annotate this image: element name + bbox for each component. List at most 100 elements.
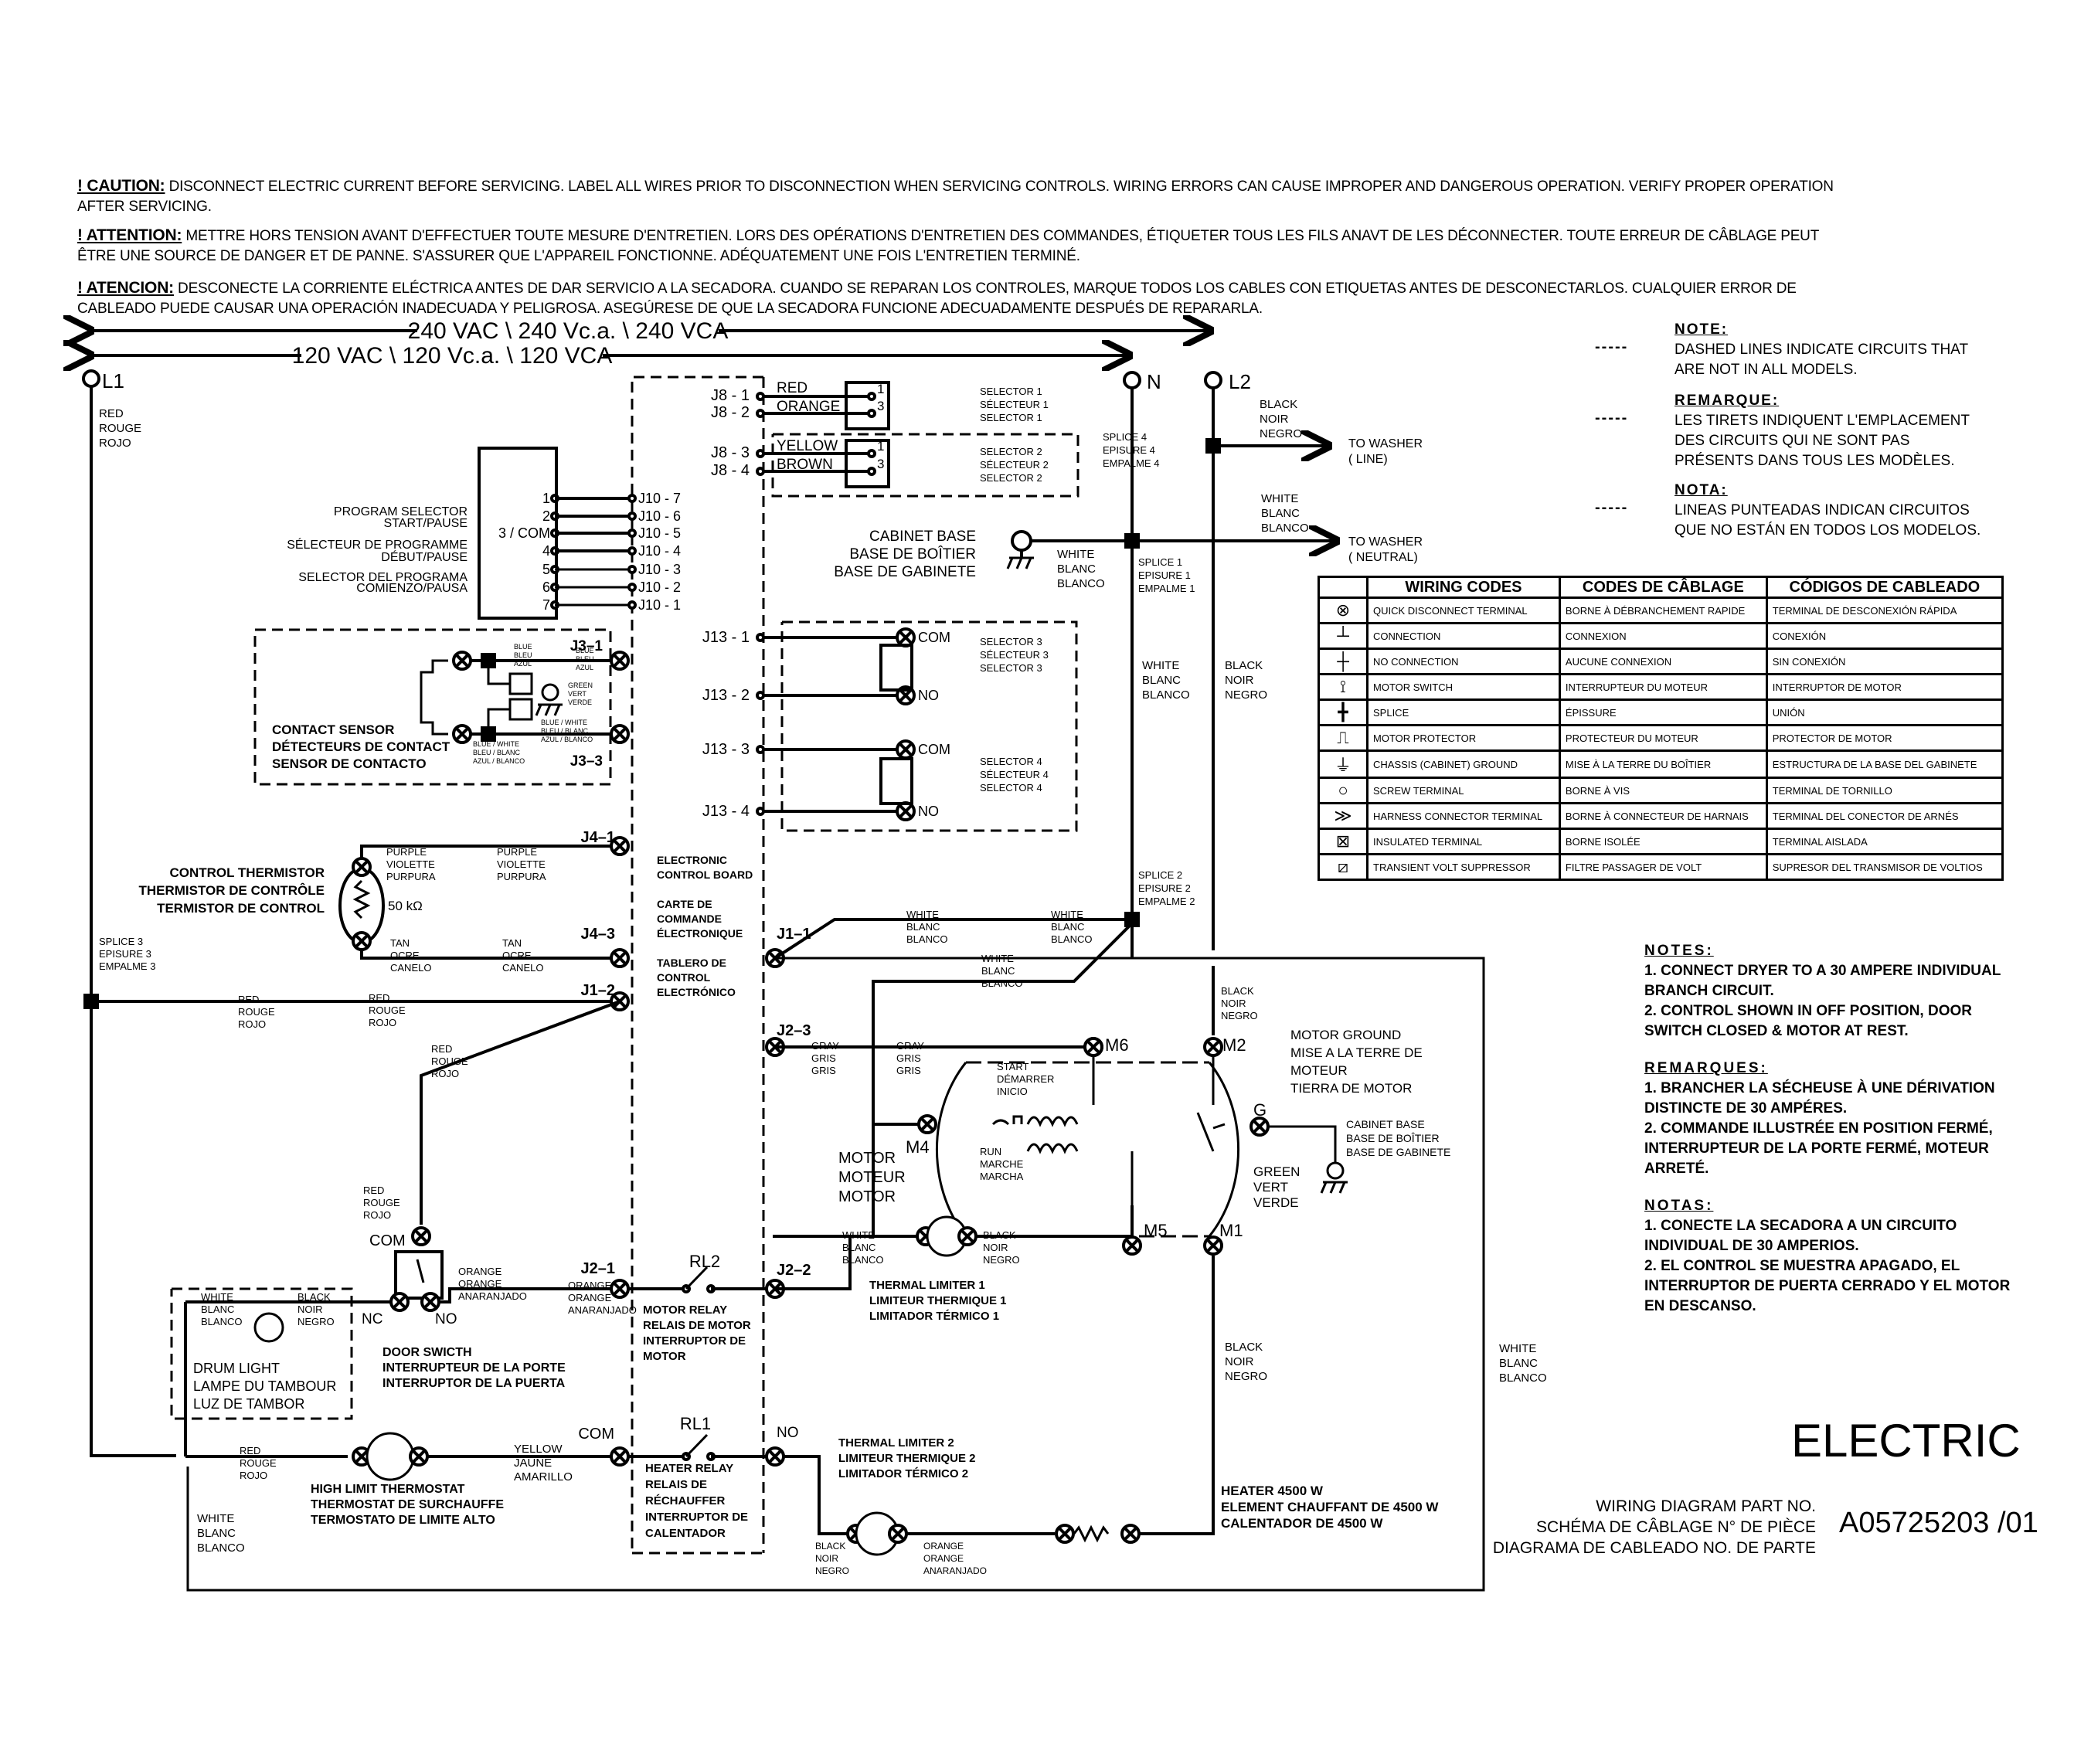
wire-orange-label: ORANGE bbox=[777, 399, 840, 415]
door-switch-label: DOOR SWICTH bbox=[382, 1346, 472, 1359]
wire-label: WHITE bbox=[1142, 659, 1179, 672]
chassis-ground-icon bbox=[1320, 1181, 1348, 1194]
wire-label: GREEN bbox=[1253, 1164, 1300, 1179]
wire-label: NEGRO bbox=[298, 1316, 335, 1327]
heater-relay-label: CALENTADOR bbox=[645, 1527, 726, 1540]
drum-light-label: DRUM LIGHT bbox=[193, 1361, 280, 1376]
wire-label: BLUE / WHITE bbox=[541, 719, 587, 726]
splice-1-label: EPISURE 1 bbox=[1138, 569, 1191, 581]
dashed-note-es: NOTA: LINEAS PUNTEADAS INDICAN CIRCUITOS… bbox=[1674, 481, 1980, 541]
ground-terminal-icon bbox=[541, 683, 559, 702]
part-label-en: WIRING DIAGRAM PART NO. bbox=[1596, 1497, 1816, 1515]
j10-label: J10 - 6 bbox=[638, 508, 681, 524]
control-board-label: ELECTRÓNICO bbox=[657, 985, 736, 998]
pin-label: 6 bbox=[542, 580, 550, 595]
control-board-label: CONTROL bbox=[657, 971, 711, 984]
heater-relay-label: INTERRUPTOR DE bbox=[645, 1511, 748, 1524]
resistor-icon bbox=[352, 879, 371, 919]
note-line: DES CIRCUITS QUI NE SONT PAS bbox=[1674, 433, 1910, 449]
transient-volt-suppressor-icon: ⧄ bbox=[1318, 853, 1368, 881]
motor-label: MOTOR bbox=[838, 1188, 896, 1205]
splice-icon: ╋ bbox=[1318, 698, 1368, 726]
splice-2-label: EPISURE 2 bbox=[1138, 882, 1191, 894]
j10-label: J10 - 4 bbox=[638, 543, 681, 559]
quick-disconnect-terminal-icon bbox=[612, 950, 627, 966]
motor-outline bbox=[1208, 1062, 1240, 1237]
codigos-cableado-header: CÓDIGOS DE CABLEADO bbox=[1765, 576, 2004, 599]
notes-line: 2. EL CONTROL SE MUESTRA APAGADO, EL bbox=[1644, 1258, 1960, 1274]
notes-line: 2. CONTROL SHOWN IN OFF POSITION, DOOR bbox=[1644, 1003, 1972, 1019]
screw-terminal-icon bbox=[1326, 1161, 1345, 1180]
dashed-line-symbol: ----- bbox=[1595, 338, 1629, 355]
wire-label: NOIR bbox=[983, 1242, 1008, 1253]
j2-2-to-tl1 bbox=[775, 1236, 852, 1290]
wire-label: VERDE bbox=[568, 698, 592, 706]
wire-label: BLANCO bbox=[906, 933, 947, 945]
drum-light-boundary bbox=[170, 1287, 353, 1420]
terminal-label: COM bbox=[918, 630, 950, 645]
note-line: QUE NO ESTÁN EN TODOS LOS MODELOS. bbox=[1674, 522, 1981, 539]
j2-1-label: J2–1 bbox=[581, 1260, 616, 1277]
thermal-limiter-2-label: THERMAL LIMITER 2 bbox=[838, 1436, 954, 1450]
rl2-contact bbox=[685, 1266, 709, 1290]
rl1-com-label: COM bbox=[578, 1426, 614, 1443]
gray-to-m4 bbox=[872, 1047, 920, 1126]
screw-terminal-icon bbox=[1204, 371, 1222, 389]
wire-label: CANELO bbox=[390, 962, 431, 974]
quick-disconnect-terminal-icon bbox=[413, 1229, 429, 1244]
wire-label: ORANGE bbox=[568, 1292, 612, 1303]
wire-label: BLANC bbox=[981, 965, 1015, 977]
wire-label: BLACK bbox=[983, 1229, 1016, 1241]
wire-label: WHITE bbox=[981, 953, 1014, 964]
code-fr: MISE À LA TERRE DU BOÎTIER bbox=[1558, 749, 1768, 779]
control-board-label: TABLERO DE bbox=[657, 957, 726, 969]
heater-label: ELEMENT CHAUFFANT DE 4500 W bbox=[1221, 1500, 1439, 1514]
high-limit-label: THERMOSTAT DE SURCHAUFFE bbox=[311, 1498, 504, 1511]
wire-label: BLANC bbox=[842, 1242, 876, 1253]
code-fr: BORNE ISOLÉE bbox=[1558, 828, 1768, 855]
door-switch-no-label: NO bbox=[435, 1311, 457, 1327]
code-en: SPLICE bbox=[1366, 698, 1561, 726]
wire-label: AZUL bbox=[576, 664, 593, 671]
thermal-limiter-1-label: LIMITEUR THERMIQUE 1 bbox=[869, 1294, 1007, 1307]
code-fr: PROTECTEUR DU MOTEUR bbox=[1558, 724, 1768, 752]
wire-label: BLANC bbox=[1142, 674, 1181, 687]
dashed-line-symbol: ----- bbox=[1595, 410, 1629, 427]
cabinet-base-label: BASE DE BOÎTIER bbox=[849, 546, 976, 563]
m4-label: M4 bbox=[906, 1137, 930, 1157]
program-selector-label: START/PAUSE bbox=[384, 517, 468, 530]
splice-3-label: EPISURE 3 bbox=[99, 948, 151, 960]
wire-label: NEGRO bbox=[1221, 1010, 1258, 1021]
wire-label: OCRE bbox=[502, 950, 532, 961]
quick-disconnect-terminal-icon bbox=[767, 1449, 783, 1464]
code-en: MOTOR PROTECTOR bbox=[1366, 724, 1561, 752]
sensor-plates bbox=[420, 659, 448, 736]
m2-label: M2 bbox=[1222, 1035, 1246, 1055]
notes-line: 2. COMMANDE ILLUSTRÉE EN POSITION FERMÉ, bbox=[1644, 1120, 1993, 1137]
terminal-label: NO bbox=[918, 804, 939, 819]
wire-label: PURPLE bbox=[386, 846, 427, 858]
wire-label: BLACK bbox=[1225, 1341, 1263, 1354]
no-to-tl2 bbox=[783, 1455, 850, 1535]
high-limit-thermostat-icon bbox=[366, 1432, 415, 1481]
motor-relay-label: RELAIS DE MOTOR bbox=[643, 1319, 751, 1332]
wire-label: ROUGE bbox=[240, 1457, 277, 1469]
wire-label: ORANGE bbox=[458, 1278, 502, 1290]
quick-disconnect-terminal-icon bbox=[1124, 1238, 1140, 1253]
quick-disconnect-terminal-icon bbox=[920, 1117, 935, 1132]
notes-line: DISTINCTE DE 30 AMPÉRES. bbox=[1644, 1100, 1848, 1117]
splice-2-label: SPLICE 2 bbox=[1138, 869, 1182, 881]
connection-point bbox=[627, 494, 637, 503]
white-to-thermal-limiter bbox=[773, 922, 1134, 1238]
j8-label: J8 - 1 bbox=[711, 387, 750, 404]
connection-point bbox=[756, 691, 765, 700]
wiring-codes-table: WIRING CODES CODES DE CÂBLAGE CÓDIGOS DE… bbox=[1318, 576, 2004, 881]
quick-disconnect-terminal-icon bbox=[1205, 1039, 1221, 1055]
to-washer-line-label: TO WASHER bbox=[1348, 437, 1423, 450]
quick-disconnect-terminal-icon bbox=[354, 859, 369, 875]
selector-4-label: SELECTOR 4 bbox=[980, 782, 1042, 794]
code-es: SUPRESOR DEL TRANSMISOR DE VOLTIOS bbox=[1765, 853, 2004, 881]
pin-label: 2 bbox=[542, 508, 550, 524]
